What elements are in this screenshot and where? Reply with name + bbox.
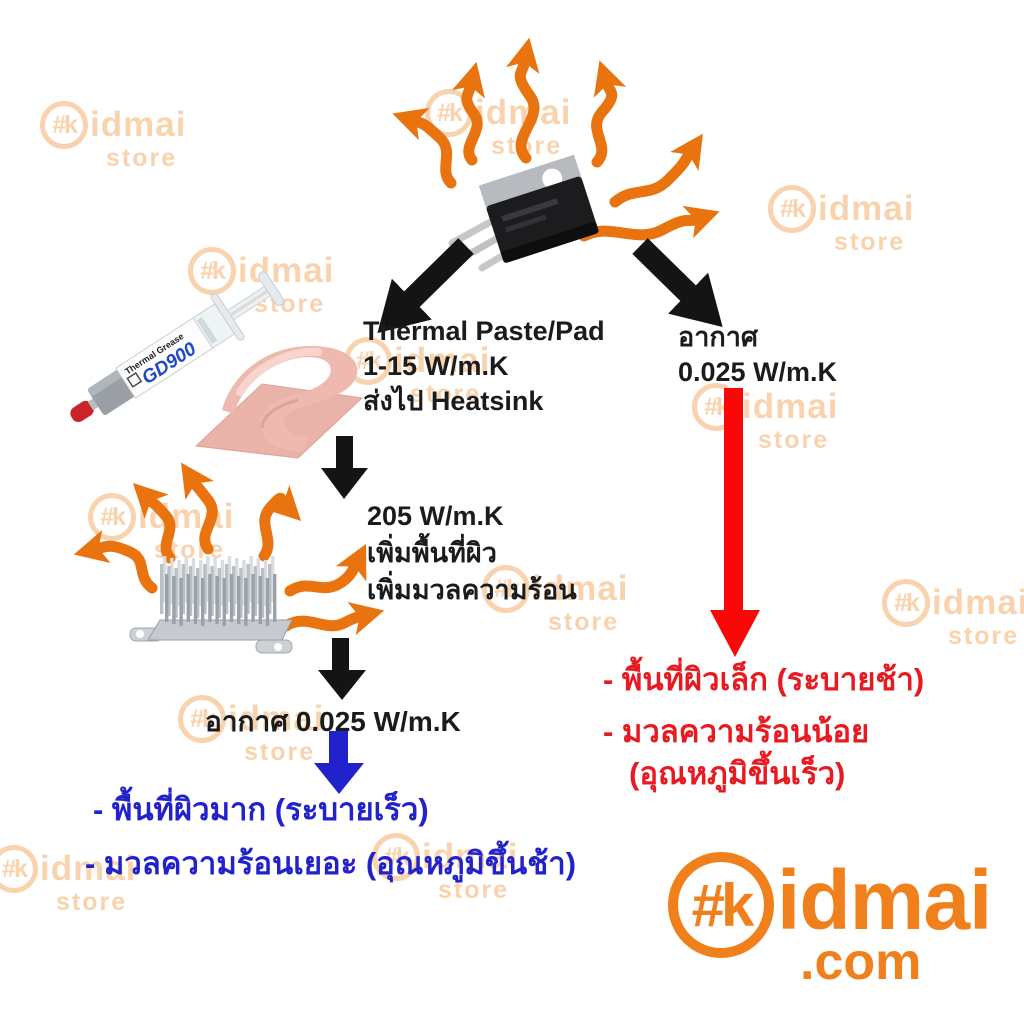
watermark-circle-icon: #k: [178, 695, 226, 743]
kidmai-watermark: #k idmai store: [178, 690, 325, 766]
watermark-name: idmai: [228, 699, 325, 738]
paste-node-label: Thermal Paste/Pad 1-15 W/m.K ส่งไป Heats…: [363, 314, 605, 419]
watermark-circle-icon: #k: [40, 101, 88, 149]
logo-circle-icon: #k: [668, 852, 774, 958]
watermark-name: idmai: [932, 583, 1024, 622]
kidmai-watermark: #k idmai store: [882, 574, 1024, 650]
watermark-name: idmai: [742, 387, 839, 426]
transistor-illustration: [448, 154, 599, 272]
watermark-sub: store: [438, 876, 510, 904]
watermark-sub: store: [410, 380, 482, 408]
result-red-line3: (อุณหภูมิขึ้นเร็ว): [629, 756, 846, 791]
syringe-tip-cap: [70, 400, 94, 423]
thermal-grease-syringe-illustration: Thermal Grease GD900: [70, 271, 285, 423]
flow-arrow-red-result: [710, 388, 760, 657]
watermark-sub: store: [56, 888, 128, 916]
heatsink-node-label: 205 W/m.K เพิ่มพื้นที่ผิว เพิ่มมวลความร้…: [367, 498, 577, 609]
watermark-sub: store: [244, 738, 316, 766]
watermark-name: idmai: [90, 105, 187, 144]
kidmai-watermark: #k idmai store: [482, 560, 629, 636]
heatsink-pin-fins: [160, 556, 277, 626]
result-red-line1: - พื้นที่ผิวเล็ก (ระบายช้า): [603, 662, 925, 697]
heat-arrows-transistor-icon: [392, 37, 720, 242]
watermark-sub: store: [106, 144, 178, 172]
logo-name: idmai: [777, 853, 992, 947]
paste-line3: ส่งไป Heatsink: [363, 386, 544, 416]
syringe-plunger-end: [258, 271, 285, 307]
result-red-text: - พื้นที่ผิวเล็ก (ระบายช้า) - มวลความร้อ…: [603, 660, 924, 794]
heatsink-line3: เพิ่มมวลความร้อน: [367, 575, 577, 605]
paste-line1: Thermal Paste/Pad: [363, 316, 605, 346]
watermark-sub: store: [548, 608, 620, 636]
flow-arrow-to-air: [632, 238, 723, 328]
heatsink-line1: 205 W/m.K: [367, 501, 504, 531]
result-blue-text: - พื้นที่ผิวมาก (ระบายเร็ว) - มวลความร้อ…: [85, 790, 576, 884]
air-right-node-label: อากาศ 0.025 W/m.K: [678, 320, 837, 390]
logo-domain: .com: [800, 933, 922, 991]
watermark-sub: store: [948, 622, 1020, 650]
watermark-circle-icon: #k: [482, 565, 530, 613]
watermark-sub: store: [758, 426, 830, 454]
air-bottom-node-label: อากาศ 0.025 W/m.K: [205, 706, 461, 737]
flow-arrow-blue-result: [314, 731, 364, 794]
kidmai-watermark: #k idmai store: [344, 332, 491, 408]
flow-arrow-heatsink-to-air: [318, 638, 366, 700]
watermark-circle-icon: #k: [188, 247, 236, 295]
watermark-name: idmai: [422, 837, 519, 876]
kidmai-watermark: #k idmai store: [372, 828, 519, 904]
watermark-name: idmai: [40, 849, 137, 888]
heat-arrows-heatsink-icon: [73, 462, 385, 636]
watermark-circle-icon: #k: [768, 185, 816, 233]
flow-arrow-paste-to-heatsink: [321, 436, 368, 499]
heatsink-illustration: [129, 556, 293, 654]
result-blue-line2: - มวลความร้อนเยอะ (อุณหภูมิขึ้นช้า): [85, 846, 577, 881]
watermark-sub: store: [834, 228, 906, 256]
kidmai-watermark: #k idmai store: [0, 840, 137, 916]
kidmai-watermark: #k idmai store: [40, 96, 187, 172]
watermark-circle-icon: #k: [882, 579, 930, 627]
watermark-circle-icon: #k: [0, 845, 38, 893]
air-right-line2: 0.025 W/m.K: [678, 357, 838, 387]
watermark-name: idmai: [532, 569, 629, 608]
flow-arrow-to-paste: [377, 238, 474, 334]
kidmai-logo: #k idmai .com: [668, 852, 992, 991]
watermark-name: idmai: [394, 341, 491, 380]
result-red-line2: - มวลความร้อนน้อย: [603, 714, 870, 749]
thermal-pad-illustration: [194, 345, 364, 459]
heatsink-line2: เพิ่มพื้นที่ผิว: [367, 538, 497, 568]
watermark-name: idmai: [238, 251, 335, 290]
air-right-line1: อากาศ: [678, 322, 759, 352]
kidmai-watermark: #k idmai store: [768, 180, 915, 256]
result-blue-line1: - พื้นที่ผิวมาก (ระบายเร็ว): [93, 792, 429, 827]
paste-line2: 1-15 W/m.K: [363, 351, 509, 381]
watermark-name: idmai: [818, 189, 915, 228]
watermark-circle-icon: #k: [372, 833, 420, 881]
